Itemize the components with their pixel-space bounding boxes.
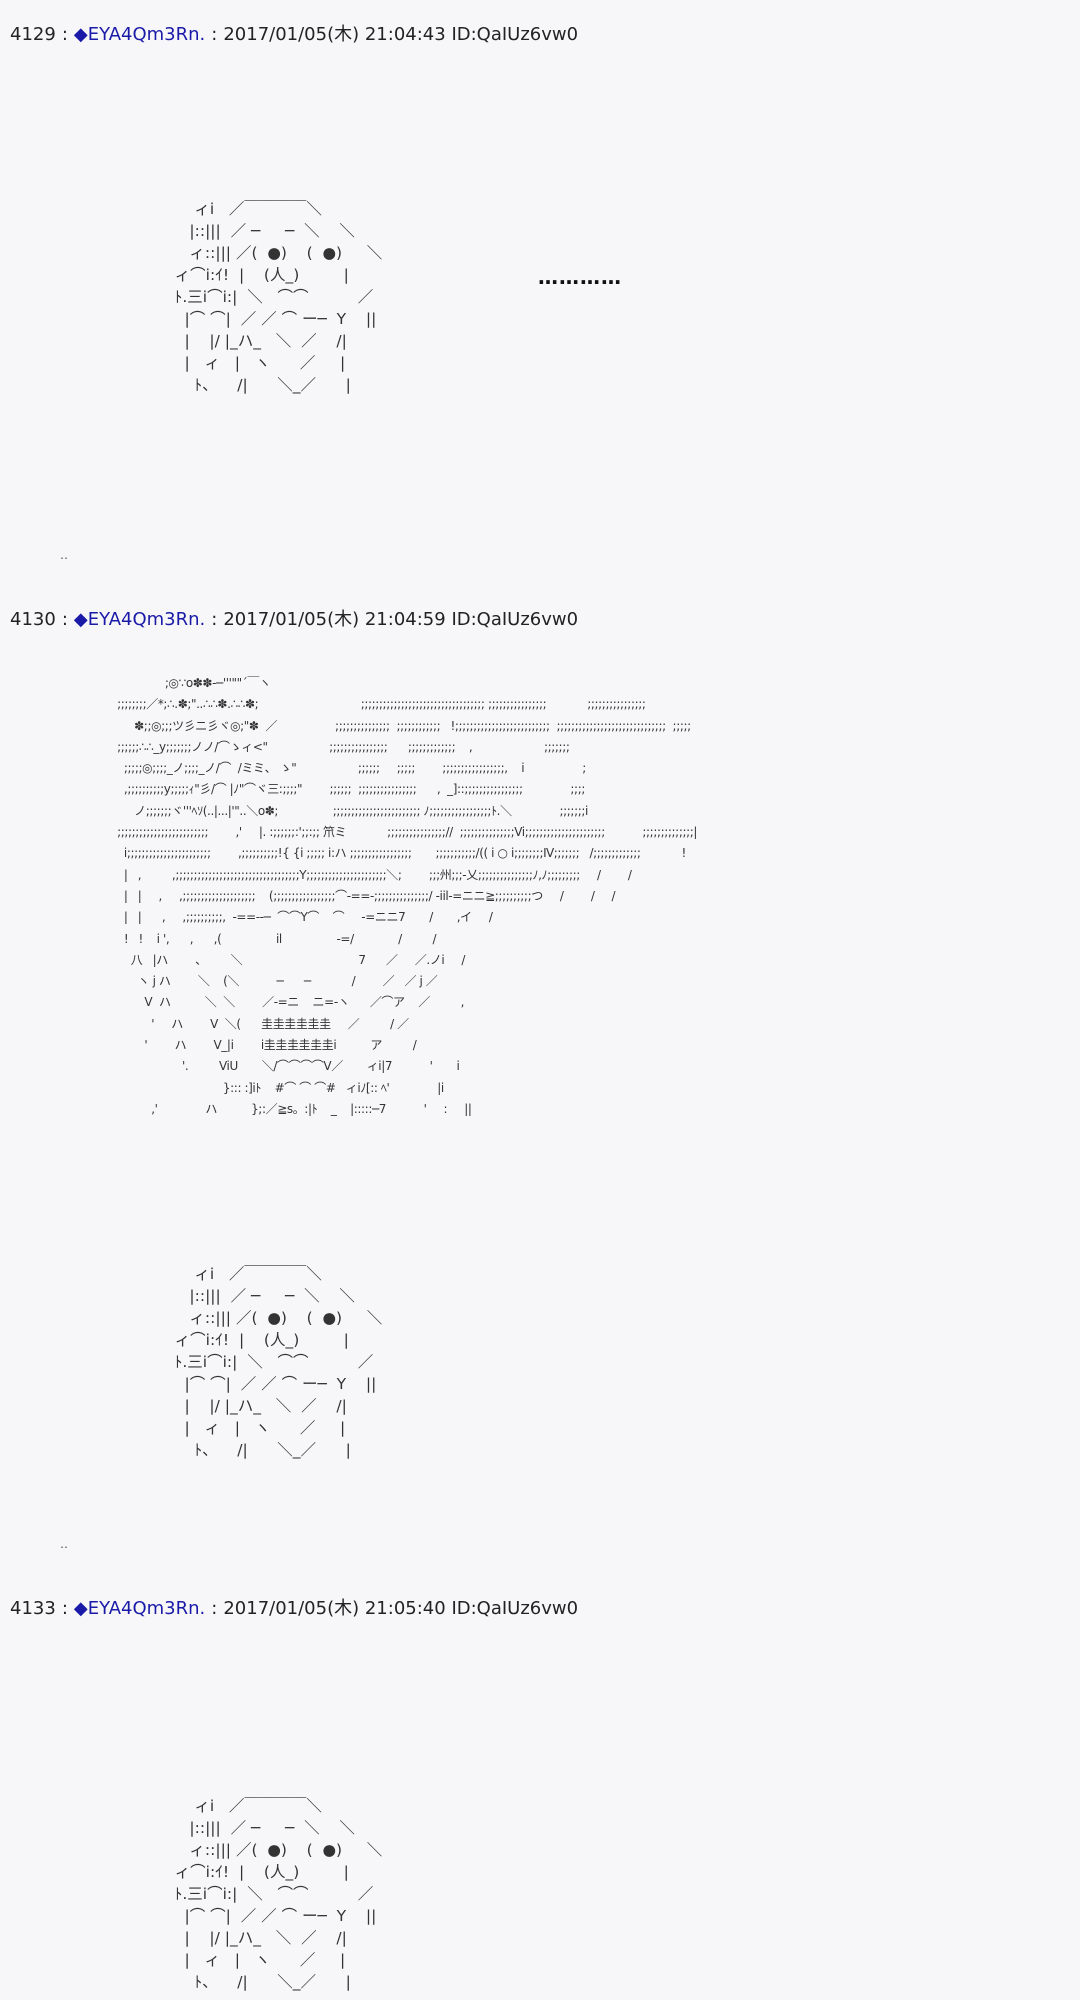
ellipsis-text: ………… [538,265,622,289]
ascii-art: ィi ／￣￣￣￣＼ |::||| ／ ─ ─ ＼ ＼ ィ::||| ／( ●) … [174,1797,383,1991]
post-number: 4130 [10,609,56,630]
post-datetime: 2017/01/05(木) 21:04:43 [223,24,446,45]
poster-trip[interactable]: ◆EYA4Qm3Rn. [73,1598,206,1619]
post-header: 4133:◆EYA4Qm3Rn.:2017/01/05(木) 21:05:40 … [10,1598,579,1619]
post-id: ID:QaIUz6vw0 [451,609,579,630]
ascii-art-scene: ;◎∵o✽✽-─'''""´￣ヽ ;;;;;;;;／*;∴.✽;"..∴∴✽.∴… [117,676,698,1116]
ascii-art: ィi ／￣￣￣￣＼ |::||| ／ ─ ─ ＼ ＼ ィ::||| ／( ●) … [174,1265,383,1459]
trailing-marks: ‥ [60,1537,69,1551]
ascii-art: ィi ／￣￣￣￣＼ |::||| ／ ─ ─ ＼ ＼ ィ::||| ／( ●) … [174,200,383,394]
post-number: 4133 [10,1598,56,1619]
poster-trip[interactable]: ◆EYA4Qm3Rn. [73,609,206,630]
post-number: 4129 [10,24,56,45]
post-header: 4129:◆EYA4Qm3Rn.:2017/01/05(木) 21:04:43 … [10,24,579,45]
trailing-marks: ‥ [60,548,69,562]
post-id: ID:QaIUz6vw0 [451,1598,579,1619]
poster-trip[interactable]: ◆EYA4Qm3Rn. [73,24,206,45]
post-datetime: 2017/01/05(木) 21:05:40 [223,1598,446,1619]
post-header: 4130:◆EYA4Qm3Rn.:2017/01/05(木) 21:04:59 … [10,609,579,630]
post-datetime: 2017/01/05(木) 21:04:59 [223,609,446,630]
post-id: ID:QaIUz6vw0 [451,24,579,45]
